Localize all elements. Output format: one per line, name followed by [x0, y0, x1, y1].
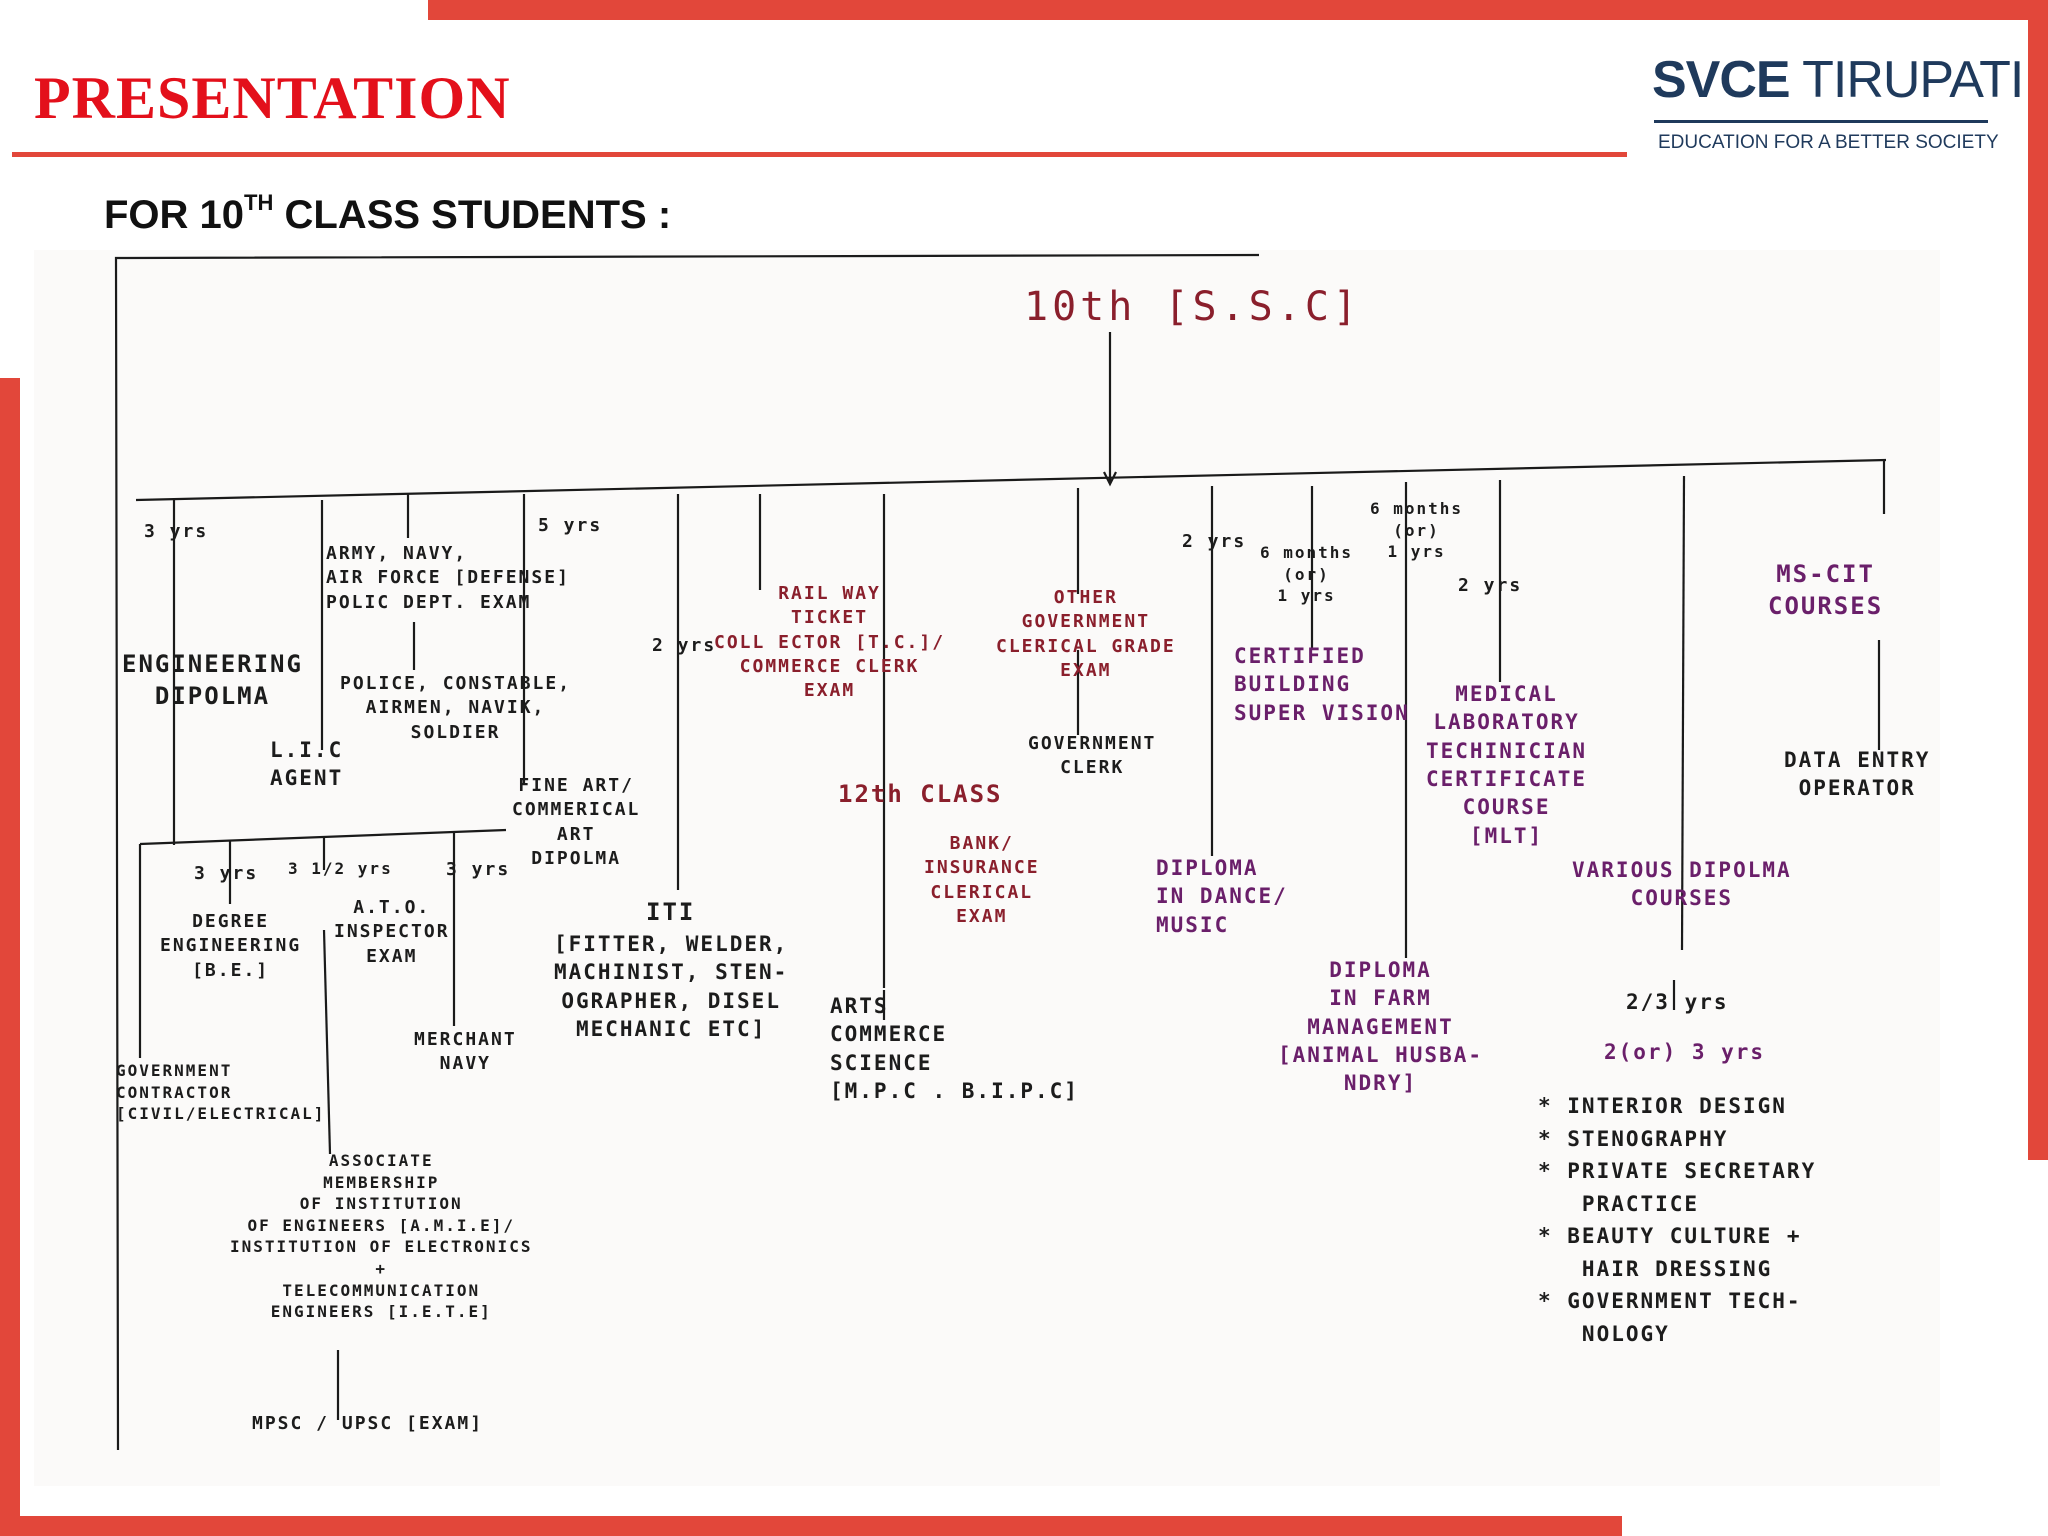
node-12th-class: 12th CLASS: [838, 780, 1003, 808]
node-iti: ITI: [646, 898, 696, 926]
handwritten-flowchart: 10th [S.S.C] 3 yrs 5 yrs 2 yrs 2 yrs 6 m…: [34, 250, 1940, 1486]
node-government-contractor: GOVERNMENT CONTRACTOR [CIVIL/ELECTRICAL]: [116, 1061, 326, 1124]
duration-farm: 6 months (or) 1 yrs: [1370, 499, 1464, 562]
node-other-government: OTHER GOVERNMENT CLERICAL GRADE EXAM: [996, 587, 1176, 681]
node-police-constable: POLICE, CONSTABLE, AIRMEN, NAVIK, SOLDIE…: [340, 673, 572, 743]
svce-logo: SVCE TIRUPATI EDUCATION FOR A BETTER SOC…: [1648, 50, 2024, 160]
subtitle-suffix: CLASS STUDENTS :: [273, 193, 672, 237]
node-engineering-diploma: ENGINEERING DIPOLMA: [122, 650, 303, 711]
node-mlt: MEDICAL LABORATORY TECHINICIAN CERTIFICA…: [1426, 682, 1588, 848]
node-diploma-dance-music: DIPLOMA IN DANCE/ MUSIC: [1156, 856, 1288, 937]
duration-ato: 3 1/2 yrs: [288, 859, 393, 878]
left-accent-bar: [0, 378, 20, 1536]
node-amie-iete: ASSOCIATE MEMBERSHIP OF INSTITUTION OF E…: [230, 1151, 533, 1322]
node-mpsc-upsc: MPSC / UPSC [EXAM]: [252, 1413, 484, 1434]
duration-mlt: 2 yrs: [1458, 575, 1523, 596]
flowchart-lines: [114, 253, 1887, 1451]
subtitle-superscript: TH: [244, 190, 274, 215]
duration-various-2: 2(or) 3 yrs: [1604, 1040, 1766, 1064]
node-certified-building: CERTIFIED BUILDING SUPER VISION: [1234, 644, 1410, 725]
frame-line: [114, 253, 1260, 1451]
duration-army: 5 yrs: [538, 515, 603, 536]
top-accent-bar: [428, 0, 2048, 20]
node-government-clerk: GOVERNMENT CLERK: [1028, 733, 1157, 779]
bottom-accent-bar: [0, 1516, 1622, 1536]
node-railway-ticket: RAIL WAY TICKET COLL ECTOR [T.C.]/ COMME…: [714, 583, 946, 702]
node-degree-engineering: DEGREE ENGINEERING [B.E.]: [160, 911, 302, 981]
node-ato-inspector: A.T.O. INSPECTOR EXAM: [334, 897, 450, 967]
logo-rule: [1654, 120, 1988, 123]
node-various-diploma: VARIOUS DIPOLMA COURSES: [1572, 858, 1792, 911]
node-lic-agent: L.I.C AGENT: [270, 738, 344, 791]
node-bank-insurance: BANK/ INSURANCE CLERICAL EXAM: [924, 833, 1040, 927]
slide-subtitle: FOR 10TH CLASS STUDENTS :: [104, 190, 671, 238]
title-underline: [12, 152, 1627, 157]
slide-title: PRESENTATION: [34, 65, 511, 131]
root-node: 10th [S.S.C]: [1024, 284, 1361, 330]
duration-cbs: 6 months (or) 1 yrs: [1260, 543, 1354, 606]
drop-amie: [322, 929, 332, 1155]
root-arrow: [1103, 471, 1117, 487]
node-merchant-navy: MERCHANT NAVY: [414, 1029, 517, 1075]
duration-merchant: 3 yrs: [446, 859, 511, 880]
eng-sub-branch: [139, 828, 507, 846]
duration-iti: 2 yrs: [652, 635, 717, 656]
logo-tagline: EDUCATION FOR A BETTER SOCIETY: [1658, 132, 1999, 153]
duration-be: 3 yrs: [194, 863, 259, 884]
duration-eng: 3 yrs: [144, 521, 209, 542]
duration-various-1: 2/3 yrs: [1626, 990, 1729, 1014]
node-ms-cit: MS-CIT COURSES: [1768, 560, 1884, 621]
right-accent-bar: [2028, 0, 2048, 1160]
node-various-list: * INTERIOR DESIGN * STENOGRAPHY * PRIVAT…: [1538, 1094, 1817, 1346]
node-iti-detail: [FITTER, WELDER, MACHINIST, STEN- OGRAPH…: [554, 932, 789, 1042]
subtitle-prefix: FOR 10: [104, 193, 245, 237]
node-arts-commerce-science: ARTS COMMERCE SCIENCE [M.P.C . B.I.P.C]: [830, 994, 1079, 1104]
node-data-entry-operator: DATA ENTRY OPERATOR: [1784, 748, 1931, 801]
logo-name: SVCE TIRUPATI: [1652, 50, 2024, 110]
node-army-defense: ARMY, NAVY, AIR FORCE [DEFENSE] POLIC DE…: [326, 543, 570, 613]
main-branch-line: [135, 458, 1887, 502]
node-diploma-farm: DIPLOMA IN FARM MANAGEMENT [ANIMAL HUSBA…: [1278, 958, 1484, 1096]
drop-various: [1680, 475, 1686, 951]
logo-name-rest: TIRUPATI: [1789, 51, 2024, 109]
node-fine-art: FINE ART/ COMMERICAL ART DIPOLMA: [512, 775, 641, 869]
logo-name-bold: SVCE: [1652, 51, 1791, 109]
duration-dance: 2 yrs: [1182, 531, 1247, 552]
